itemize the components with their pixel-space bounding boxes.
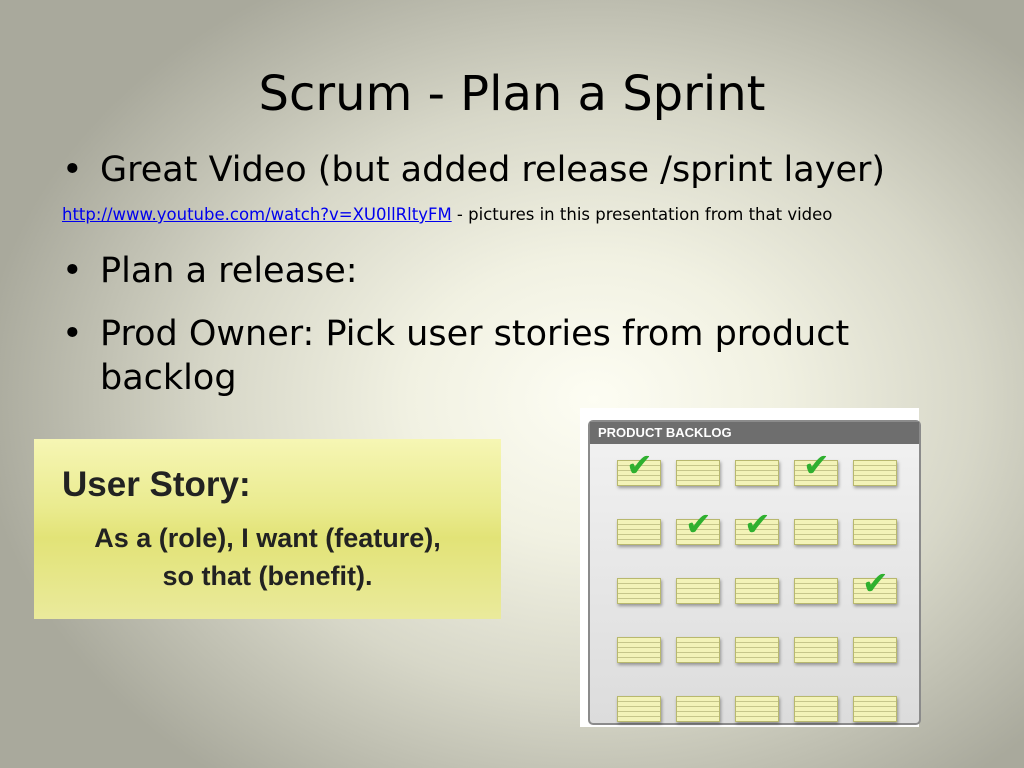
product-backlog-board: PRODUCT BACKLOG ✔ ✔ ✔ ✔ ✔	[588, 420, 921, 725]
backlog-card	[794, 578, 838, 604]
video-link-note: - pictures in this presentation from tha…	[451, 205, 833, 224]
backlog-card	[676, 460, 720, 486]
bullet-plan-release: • Plan a release:	[62, 249, 942, 293]
backlog-card: ✔	[794, 449, 838, 486]
backlog-card	[735, 696, 779, 722]
bullet-dot-icon: •	[62, 150, 83, 190]
product-backlog-header: PRODUCT BACKLOG	[590, 422, 919, 444]
user-story-line-2: so that (benefit).	[162, 561, 373, 591]
video-link-line: http://www.youtube.com/watch?v=XU0llRlty…	[62, 205, 832, 224]
checkmark-icon: ✔	[862, 564, 889, 602]
bullet-text: Plan a release:	[100, 251, 358, 291]
bullet-great-video: • Great Video (but added release /sprint…	[62, 148, 942, 192]
backlog-card	[853, 460, 897, 486]
user-story-image: User Story: As a (role), I want (feature…	[34, 439, 501, 619]
checkmark-icon: ✔	[803, 446, 830, 484]
backlog-card	[617, 519, 661, 545]
backlog-card	[794, 637, 838, 663]
backlog-card	[617, 696, 661, 722]
video-link[interactable]: http://www.youtube.com/watch?v=XU0llRlty…	[62, 205, 452, 224]
backlog-card: ✔	[617, 449, 661, 486]
backlog-card	[676, 578, 720, 604]
backlog-card: ✔	[676, 508, 720, 545]
user-story-template: As a (role), I want (feature), so that (…	[34, 519, 501, 595]
backlog-card	[853, 696, 897, 722]
backlog-card	[676, 696, 720, 722]
backlog-card	[853, 519, 897, 545]
backlog-card	[794, 519, 838, 545]
bullet-prod-owner: • Prod Owner: Pick user stories from pro…	[62, 312, 942, 400]
backlog-card	[735, 460, 779, 486]
backlog-card	[617, 637, 661, 663]
user-story-title: User Story:	[62, 465, 251, 504]
product-backlog-image: PRODUCT BACKLOG ✔ ✔ ✔ ✔ ✔	[580, 408, 921, 727]
slide-title: Scrum - Plan a Sprint	[258, 66, 766, 122]
checkmark-icon: ✔	[744, 505, 771, 543]
backlog-card	[853, 637, 897, 663]
backlog-card	[735, 637, 779, 663]
bullet-text: Great Video (but added release /sprint l…	[100, 150, 886, 190]
checkmark-icon: ✔	[685, 505, 712, 543]
backlog-card	[794, 696, 838, 722]
backlog-card: ✔	[735, 508, 779, 545]
user-story-line-1: As a (role), I want (feature),	[94, 523, 441, 553]
bullet-dot-icon: •	[62, 251, 83, 291]
backlog-card: ✔	[853, 567, 897, 604]
backlog-card	[676, 637, 720, 663]
bullet-dot-icon: •	[62, 314, 83, 354]
bullet-text: Prod Owner: Pick user stories from produ…	[100, 314, 850, 398]
checkmark-icon: ✔	[626, 446, 653, 484]
backlog-card	[617, 578, 661, 604]
backlog-card	[735, 578, 779, 604]
